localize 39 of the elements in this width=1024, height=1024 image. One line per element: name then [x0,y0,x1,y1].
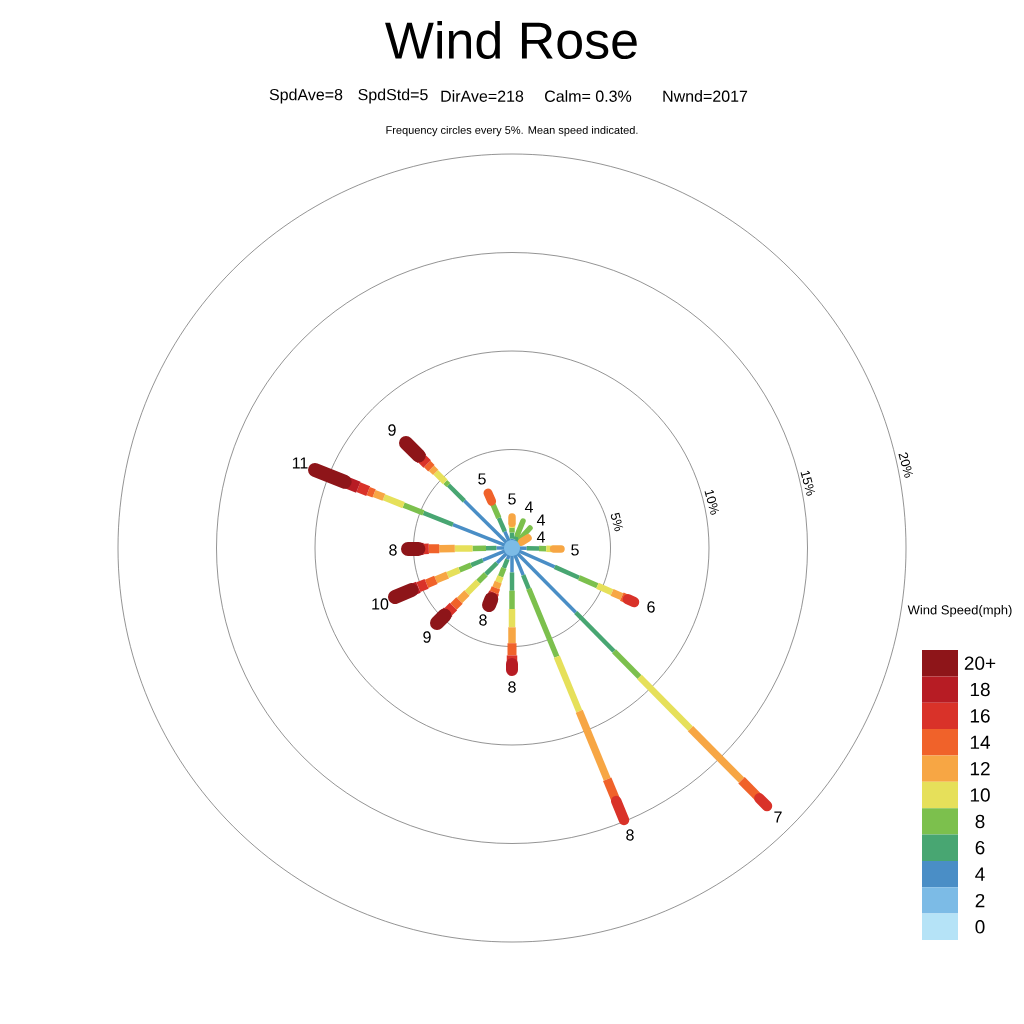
legend-label: 10 [970,788,990,802]
speed-label: 5 [508,493,516,505]
legend-label: 18 [970,682,990,697]
stats-text: Calm= 0.3% [545,90,632,102]
ring-label: 5% [610,512,624,532]
stats-text: DirAve=218 [441,90,524,102]
stats-text: Nwnd=2017 [663,90,748,102]
legend-label: 16 [970,709,990,723]
stats-text: SpdStd=5 [358,88,428,104]
speed-label: 9 [423,631,431,643]
speed-label: 4 [536,514,545,526]
note-text: Frequency circles every 5%. Mean speed indicated. [386,125,638,137]
legend-title: Wind Speed(mph) [907,604,1012,618]
speed-label: 4 [524,501,533,513]
title: Wind Rose [385,20,637,60]
legend-label: 0 [975,920,985,934]
legend-label: 20+ [964,656,996,670]
legend-label: 2 [975,893,985,908]
legend-label: 14 [970,735,990,749]
speed-label: 10 [372,598,389,610]
speed-label: 4 [536,531,545,543]
legend-label: 4 [975,867,985,881]
speed-label: 7 [774,811,782,823]
speed-label: 11 [292,457,308,469]
legend-label: 12 [970,762,990,776]
speed-label: 8 [479,614,487,626]
speed-label: 8 [626,829,634,841]
ring-label: 20% [898,452,914,478]
speed-label: 5 [478,473,486,485]
speed-label: 9 [388,424,396,436]
speed-label: 5 [571,544,579,556]
speed-label: 8 [508,681,516,693]
speed-label: 6 [647,601,655,613]
stats-text: SpdAve=8 [269,88,343,104]
speed-label: 8 [389,544,397,556]
legend-label: 8 [975,814,985,829]
ring-label: 15% [800,470,816,496]
ring-label: 10% [704,489,720,515]
legend-label: 6 [975,841,985,855]
